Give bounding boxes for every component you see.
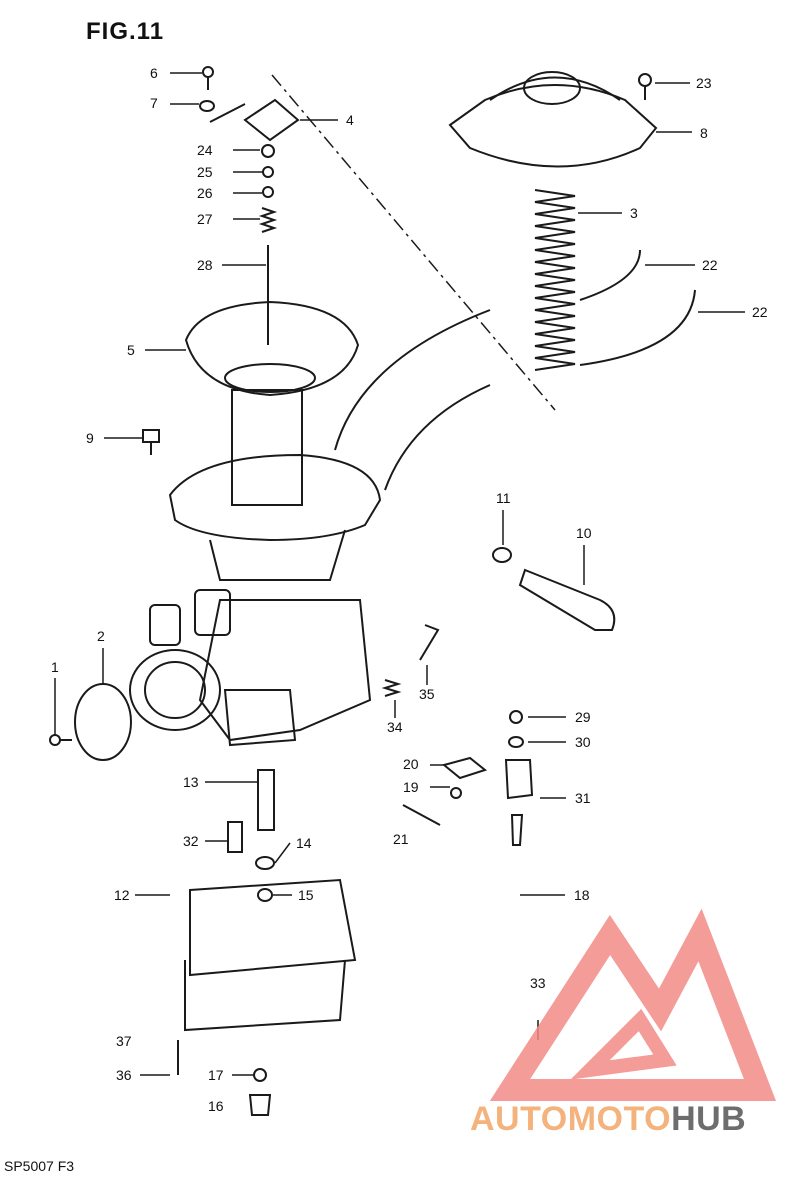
part-14-washer: [255, 856, 275, 870]
part-27-spring: [258, 207, 278, 233]
callout-17: 17: [208, 1067, 224, 1083]
plate-leader: [209, 103, 246, 123]
part-26-washer: [262, 186, 274, 198]
callout-22-upper: 22: [702, 257, 718, 273]
part-22-hose-lower: [579, 289, 696, 366]
callout-35: 35: [419, 686, 435, 702]
part-29-jet: [509, 710, 523, 724]
callout-5: 5: [127, 342, 135, 358]
part-3-spring: [534, 189, 576, 371]
callout-23: 23: [696, 75, 712, 91]
callout-21: 21: [393, 831, 409, 847]
watermark-logo-icon: [489, 908, 777, 1101]
callout-6: 6: [150, 65, 158, 81]
part-34-spring: [381, 679, 402, 697]
watermark-text-part1: AUTOMOTO: [470, 1100, 672, 1138]
callout-9: 9: [86, 430, 94, 446]
part-35-screw: [419, 624, 440, 661]
callout-8: 8: [700, 125, 708, 141]
callout-27: 27: [197, 211, 213, 227]
callout-13: 13: [183, 774, 199, 790]
watermark-text-part2: HUB: [671, 1100, 747, 1138]
part-4-plate: [243, 98, 300, 142]
callout-18: 18: [574, 887, 590, 903]
callout-11: 11: [496, 490, 511, 506]
callout-4: 4: [346, 112, 354, 128]
part-25-clip: [262, 166, 274, 178]
part-32-jet: [227, 821, 243, 853]
part-11-oring: [492, 547, 512, 563]
callout-31: 31: [575, 790, 591, 806]
callout-1: 1: [51, 659, 59, 675]
float-needle: [510, 814, 524, 846]
callout-7: 7: [150, 95, 158, 111]
callout-24: 24: [197, 142, 213, 158]
part-31-float: [504, 759, 534, 800]
carburetor-body: [129, 453, 382, 1032]
part-7-washer: [199, 100, 215, 112]
callout-28: 28: [197, 257, 213, 273]
part-8-top-cap: [448, 71, 658, 168]
watermark-text: AUTOMOTOHUB: [470, 1100, 746, 1139]
part-15-jet: [257, 888, 273, 902]
callout-3: 3: [630, 205, 638, 221]
callout-12: 12: [114, 887, 130, 903]
callout-16: 16: [208, 1098, 224, 1114]
callout-20: 20: [403, 756, 419, 772]
part-6-screw: [202, 66, 214, 90]
callout-labels: 6 7 4 24 25 26 27 28 5 9 23 8 3 22 22 11…: [51, 65, 768, 1114]
callout-26: 26: [197, 185, 213, 201]
part-17-ring: [253, 1068, 267, 1082]
part-21-pin: [402, 804, 441, 826]
part-19-screw: [450, 787, 462, 799]
part-1-screw: [49, 734, 72, 746]
part-2-cover: [74, 683, 132, 761]
callout-34: 34: [387, 719, 403, 735]
callout-25: 25: [197, 164, 213, 180]
figure-code: SP5007 F3: [4, 1158, 75, 1174]
callout-36: 36: [116, 1067, 132, 1083]
alignment-line: [271, 74, 556, 411]
callout-19: 19: [403, 779, 419, 795]
hose-left-upper: [334, 309, 491, 451]
callout-37: 37: [116, 1033, 132, 1049]
part-23-screw: [638, 73, 652, 100]
leader-lines: [54, 72, 745, 1076]
callout-33: 33: [530, 975, 546, 991]
callout-14: 14: [296, 835, 312, 851]
callout-2: 2: [97, 628, 105, 644]
figure-title: FIG.11: [86, 18, 165, 45]
part-9-screw: [142, 429, 160, 455]
part-10-valve: [518, 568, 616, 631]
callout-15: 15: [298, 887, 314, 903]
part-5-diaphragm: [184, 300, 360, 506]
part-30-ring: [508, 736, 524, 748]
callout-32: 32: [183, 833, 199, 849]
callout-30: 30: [575, 734, 591, 750]
part-20-bracket: [441, 756, 488, 780]
part-16-screw: [248, 1094, 272, 1116]
hose-left-lower: [384, 384, 491, 491]
part-13-tube: [257, 769, 275, 831]
part-24-ring: [261, 144, 275, 158]
part-22-hose-upper: [579, 249, 641, 301]
callout-29: 29: [575, 709, 591, 725]
callout-22-lower: 22: [752, 304, 768, 320]
callout-10: 10: [576, 525, 592, 541]
